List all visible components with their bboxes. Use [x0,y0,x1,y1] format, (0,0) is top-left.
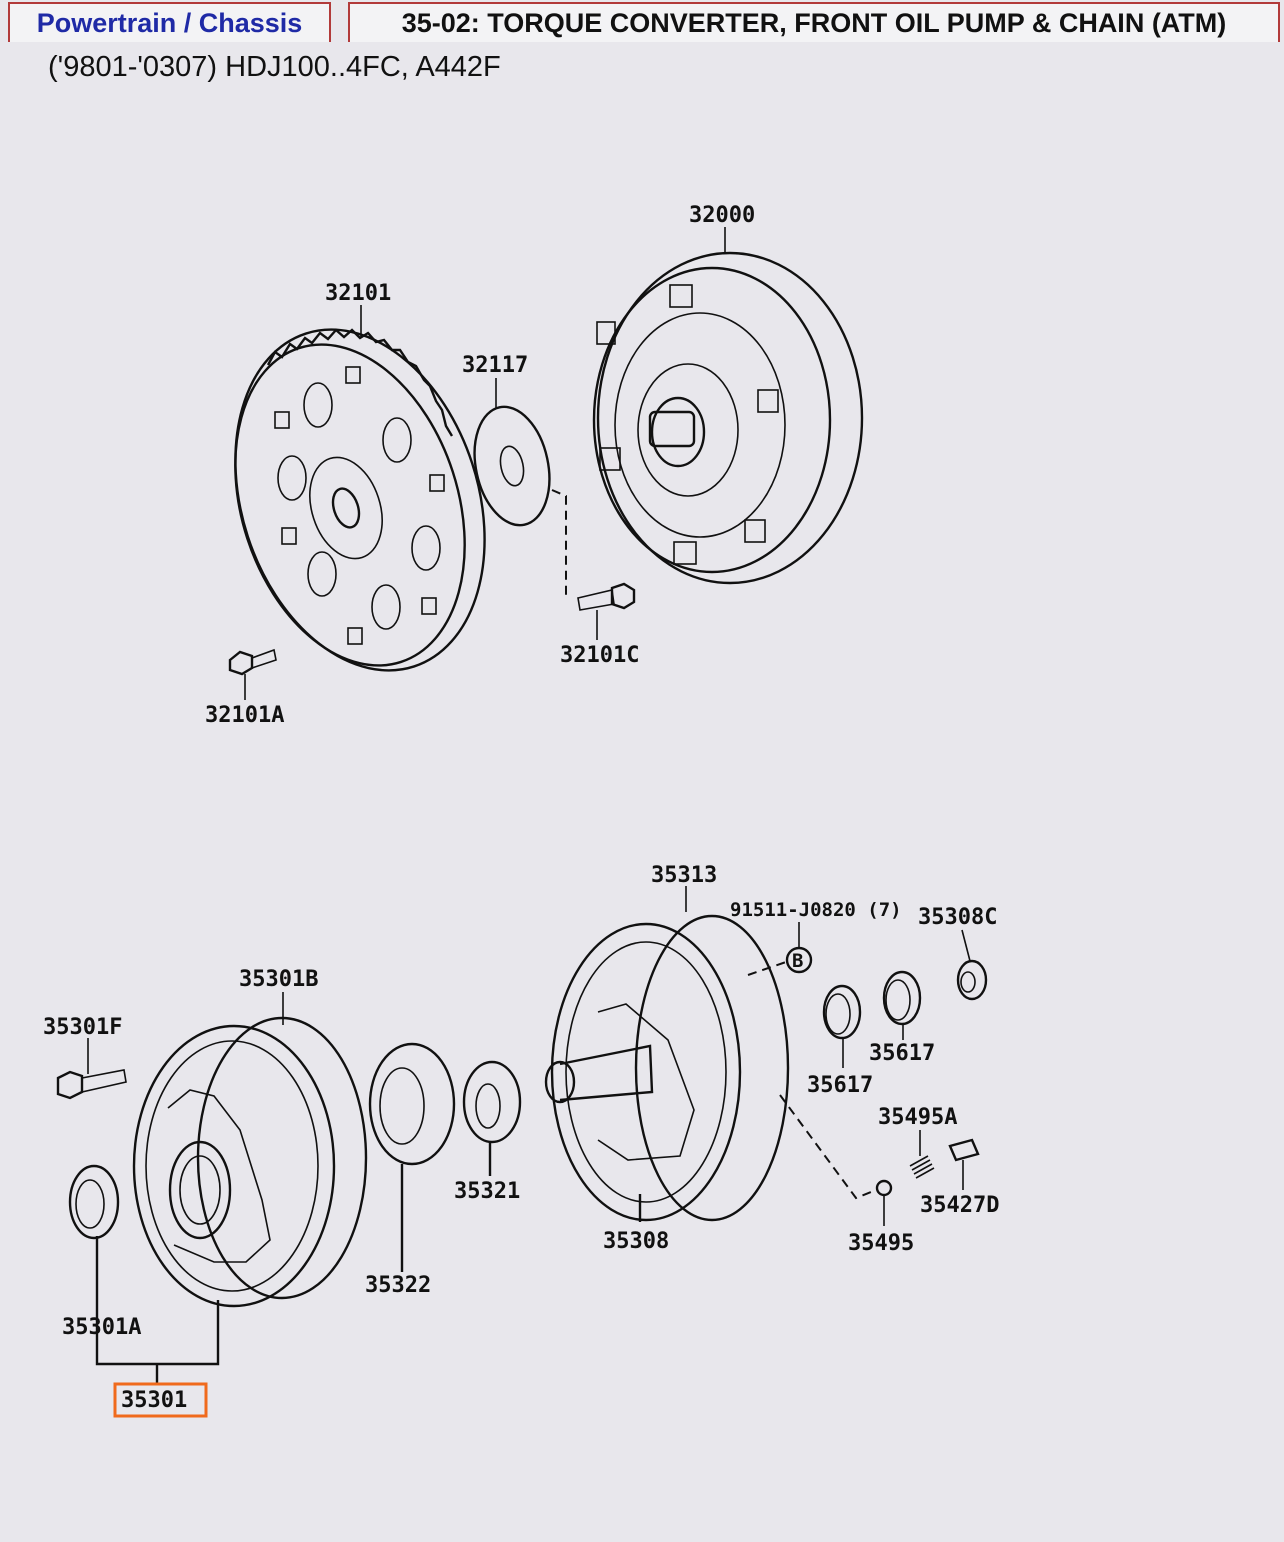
part-label-91511-J0820[interactable]: 91511-J0820 (7) [730,899,902,921]
bolt-32101C[interactable] [577,582,636,611]
oil-seal-35301A[interactable] [68,1164,120,1240]
bolt-35301F[interactable] [56,1069,127,1100]
part-label-35427D[interactable]: 35427D [920,1193,999,1218]
part-label-35313[interactable]: 35313 [651,863,717,888]
model-subtitle: ('9801-'0307) HDJ100..4FC, A442F [48,51,501,83]
spring-35495A[interactable] [909,1155,935,1179]
highlighted-part-box [113,1382,208,1418]
part-label-35301A[interactable]: 35301A [62,1315,141,1340]
part-label-35617-a[interactable]: 35617 [807,1073,873,1098]
bushing-35308C[interactable] [956,959,988,1001]
drive-gear-35321[interactable] [462,1060,522,1144]
part-label-35617-b[interactable]: 35617 [869,1041,935,1066]
part-label-35321[interactable]: 35321 [454,1179,520,1204]
part-label-32117[interactable]: 32117 [462,353,528,378]
part-label-32101C[interactable]: 32101C [560,643,639,668]
part-label-35301F[interactable]: 35301F [43,1015,122,1040]
plug-35427D[interactable] [948,1138,980,1162]
bolt-ref-letter: B [792,950,803,972]
part-label-35495A[interactable]: 35495A [878,1105,957,1130]
part-label-35308C[interactable]: 35308C [918,905,997,930]
bolt-ref-circle[interactable] [785,946,813,974]
oil-pump-body-35301B[interactable] [132,1016,368,1308]
part-label-32101A[interactable]: 32101A [205,703,284,728]
section-tab[interactable]: Powertrain / Chassis [8,2,331,42]
driven-gear-35322[interactable] [368,1042,456,1166]
part-label-35495[interactable]: 35495 [848,1231,914,1256]
seal-ring-35617-b[interactable] [882,970,922,1026]
part-label-32000[interactable]: 32000 [689,203,755,228]
part-label-35322[interactable]: 35322 [365,1273,431,1298]
spacer-32117[interactable] [464,400,559,532]
part-label-35308[interactable]: 35308 [603,1229,669,1254]
bolt-32101A[interactable] [228,648,277,676]
part-label-35301B[interactable]: 35301B [239,967,318,992]
seal-ring-35617-a[interactable] [822,984,862,1040]
torque-converter-32000[interactable] [592,251,864,585]
check-ball-35495[interactable] [875,1179,893,1197]
drive-plate-32101[interactable] [194,297,527,703]
part-label-35301[interactable]: 35301 [121,1388,187,1413]
stator-shaft-35308[interactable] [544,914,790,1222]
diagram-title-tab: 35-02: TORQUE CONVERTER, FRONT OIL PUMP … [348,2,1280,42]
part-label-32101[interactable]: 32101 [325,281,391,306]
